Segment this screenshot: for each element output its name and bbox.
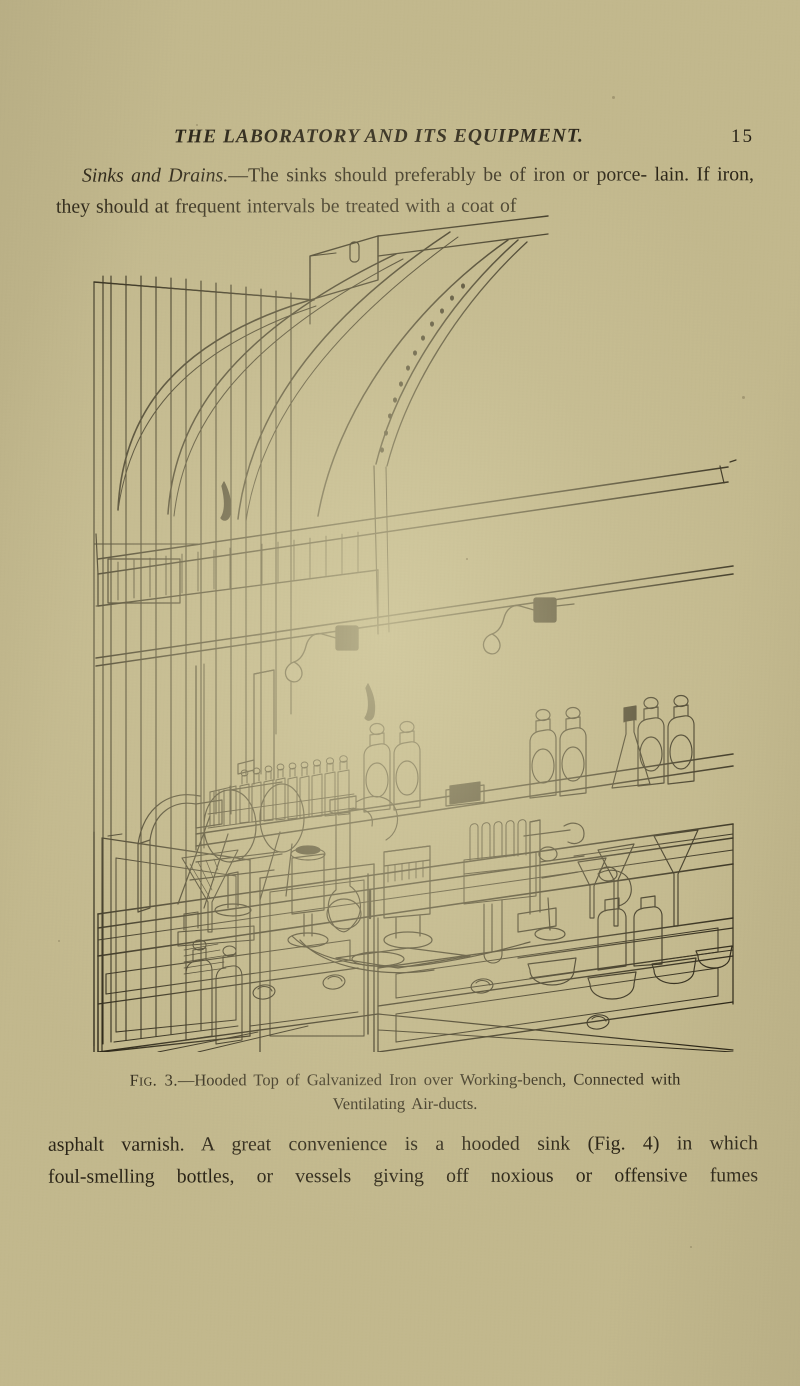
figure-caption: Fig. 3.—Hooded Top of Galvanized Iron ov… (60, 1067, 750, 1116)
small-bottle-row (207, 755, 355, 829)
reagent-bottle-pair-b (529, 706, 587, 799)
section-lead-in: Sinks and Drains. (81, 164, 229, 187)
test-tube-rack (463, 819, 537, 905)
duct-tick (729, 459, 737, 463)
body-bottom-line-1: asphalt varnish. A great convenience is … (47, 1132, 758, 1156)
paper-speck (690, 1246, 692, 1248)
floor-lines (97, 1011, 734, 1052)
gas-pipe-with-cocks (95, 565, 734, 721)
reagent-bottle-pair-a (363, 720, 421, 813)
paper-speck (612, 96, 615, 99)
body-bottom-line-2: foul-smelling bottles, or vessels giving… (48, 1164, 759, 1188)
hood-hook (220, 481, 232, 521)
gas-cock-1 (284, 625, 359, 683)
figure-label: Fig. 3. (129, 1070, 178, 1090)
figure-caption-line-1: —Hooded Top of Galvanized Iron over Work… (177, 1069, 681, 1090)
page-number: 15 (731, 126, 754, 147)
paper-speck (58, 940, 60, 942)
gas-cock-2 (482, 597, 575, 655)
galvanized-hood (93, 215, 729, 635)
pipe-hook (364, 683, 376, 721)
bench-top (97, 823, 734, 957)
percolator (383, 845, 433, 949)
body-paragraph-bottom: asphalt varnish. A great convenience is … (48, 1127, 758, 1192)
running-head: THE LABORATORY AND ITS EQUIPMENT. 15 (62, 126, 754, 148)
bunsen-burner-cluster (517, 819, 585, 941)
muffle-furnace (137, 669, 305, 917)
drawer-knob (252, 974, 610, 1030)
shelf-box (445, 781, 485, 807)
paper-speck (742, 396, 745, 399)
funnel-group-right (517, 829, 734, 1000)
duct-perforations (380, 283, 465, 453)
running-head-title: THE LABORATORY AND ITS EQUIPMENT. (173, 125, 584, 148)
body-line-1: —The sinks should preferably be of iron … (228, 163, 648, 187)
cabinet-interior (177, 849, 255, 1045)
figure-caption-line-2: Ventilating Air-ducts. (332, 1093, 478, 1114)
figure-3-illustration (78, 214, 738, 1052)
